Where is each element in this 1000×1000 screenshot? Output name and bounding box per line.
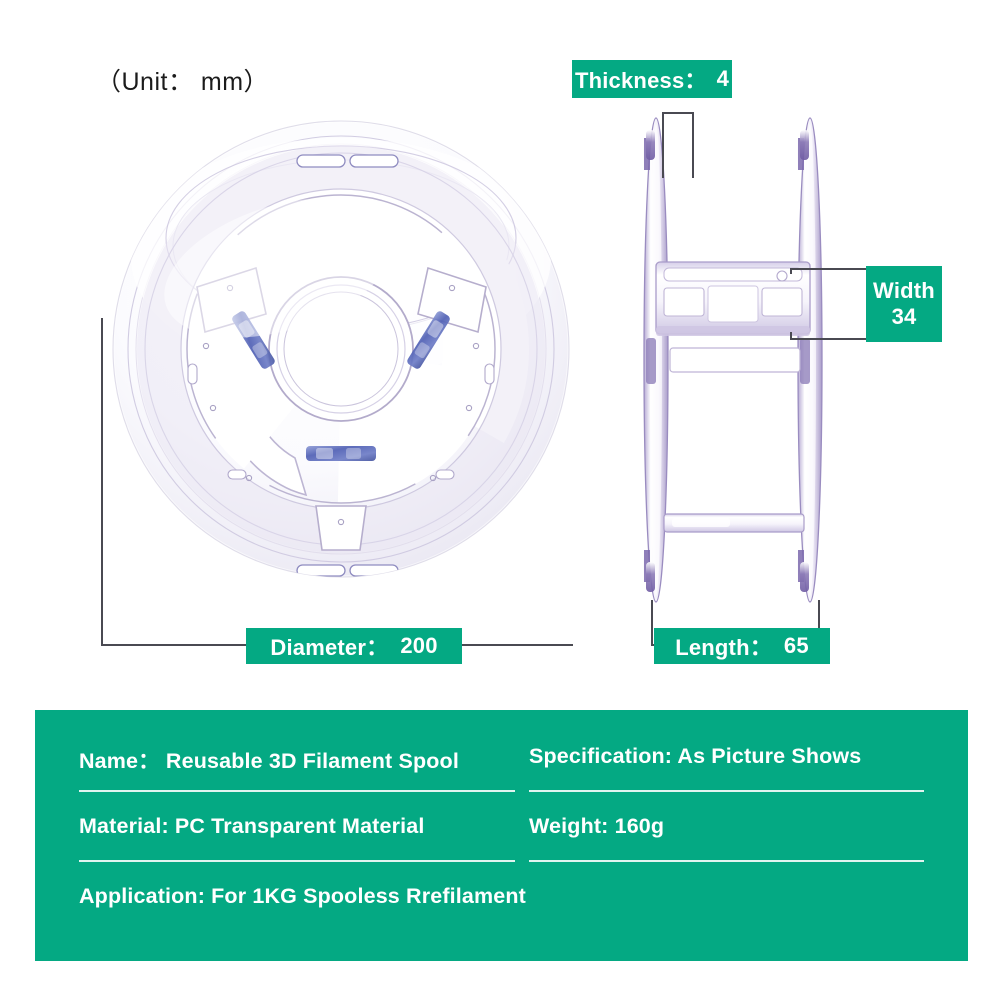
info-text: Specification: As Picture Shows	[529, 744, 862, 768]
diameter-value: 200	[400, 633, 438, 658]
info-cell-specification: Specification: As Picture Shows	[529, 736, 924, 806]
length-badge: Length： 65	[654, 628, 830, 664]
spool-side-svg	[643, 117, 823, 603]
info-text: Weight: 160g	[529, 814, 665, 838]
thickness-bracket-top	[662, 112, 693, 114]
length-value: 65	[783, 633, 809, 658]
row-divider	[79, 790, 515, 792]
info-cell-application: Application: For 1KG Spooless Rrefilamen…	[79, 876, 924, 946]
diameter-badge: Diameter： 200	[246, 628, 462, 664]
info-row: Application: For 1KG Spooless Rrefilamen…	[79, 876, 924, 946]
info-text: Name： Reusable 3D Filament Spool	[79, 749, 459, 773]
unit-label: （Unit： mm）	[96, 68, 270, 96]
length-extension-line-right	[818, 600, 820, 646]
length-label: Length：	[675, 635, 772, 660]
length-extension-line-left	[651, 600, 653, 646]
product-info-panel: Name： Reusable 3D Filament Spool Specifi…	[35, 710, 968, 961]
row-divider	[79, 860, 515, 862]
info-row: Name： Reusable 3D Filament Spool Specifi…	[79, 736, 924, 806]
thickness-badge: Thickness： 4	[572, 60, 732, 98]
width-bracket-bottom	[790, 338, 868, 340]
row-divider	[529, 790, 924, 792]
info-text: Application: For 1KG Spooless Rrefilamen…	[79, 884, 526, 908]
width-leader-top	[790, 268, 792, 274]
info-cell-material: Material: PC Transparent Material	[79, 806, 529, 876]
width-label: Width	[873, 278, 935, 304]
info-row: Material: PC Transparent Material Weight…	[79, 806, 924, 876]
thickness-bracket-right	[692, 112, 694, 178]
info-cell-weight: Weight: 160g	[529, 806, 924, 876]
width-badge: Width 34	[866, 266, 942, 342]
flange-right	[797, 117, 823, 603]
info-cell-name: Name： Reusable 3D Filament Spool	[79, 736, 529, 806]
diameter-label: Diameter：	[270, 635, 389, 660]
spool-hub-core	[655, 261, 811, 533]
row-divider	[529, 860, 924, 862]
thickness-value: 4	[716, 66, 730, 91]
spool-front-view	[110, 118, 572, 580]
width-bracket-top	[790, 268, 868, 270]
spool-front-svg	[111, 119, 571, 579]
spool-side-view	[630, 110, 840, 610]
diameter-dimension-line-vertical	[101, 318, 103, 646]
flange-left	[643, 117, 669, 603]
width-leader-bottom	[790, 332, 792, 338]
thickness-bracket-left	[662, 112, 664, 178]
info-text: Material: PC Transparent Material	[79, 814, 425, 838]
thickness-label: Thickness：	[574, 68, 707, 93]
width-value: 34	[891, 304, 917, 329]
